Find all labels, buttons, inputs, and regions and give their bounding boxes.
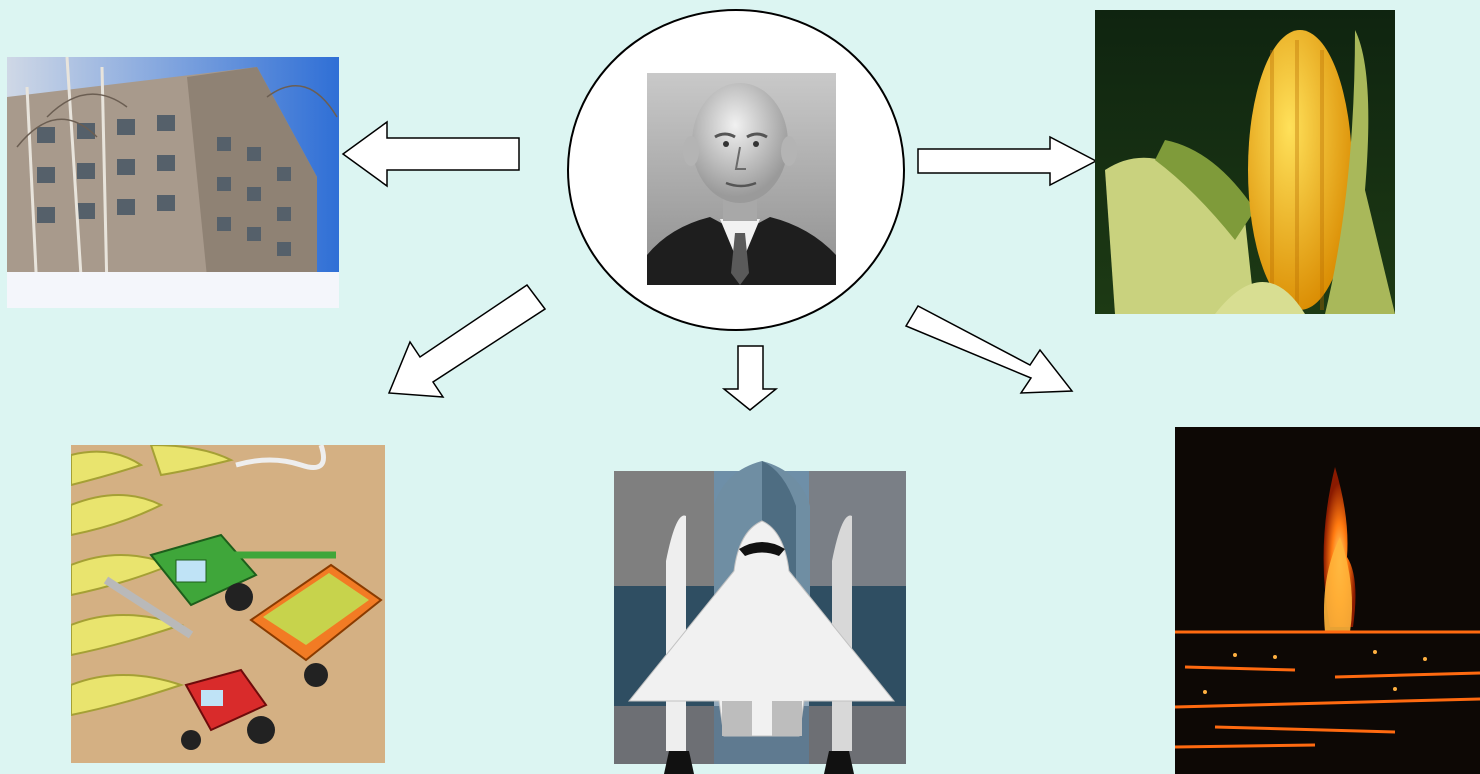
- arrow-right: [917, 135, 1098, 187]
- combine-harvester-icon: [71, 445, 385, 763]
- arrow-down: [721, 345, 779, 411]
- portrait-icon: [647, 73, 836, 285]
- fire-icon: [1175, 427, 1480, 774]
- arrow-down-right: [904, 305, 1074, 394]
- corn-icon: [1095, 10, 1395, 314]
- center-node: [567, 9, 905, 331]
- building-icon: [7, 57, 339, 308]
- arrow-down-left: [387, 283, 547, 398]
- arrow-left: [341, 120, 520, 188]
- rocket-icon: [614, 461, 906, 774]
